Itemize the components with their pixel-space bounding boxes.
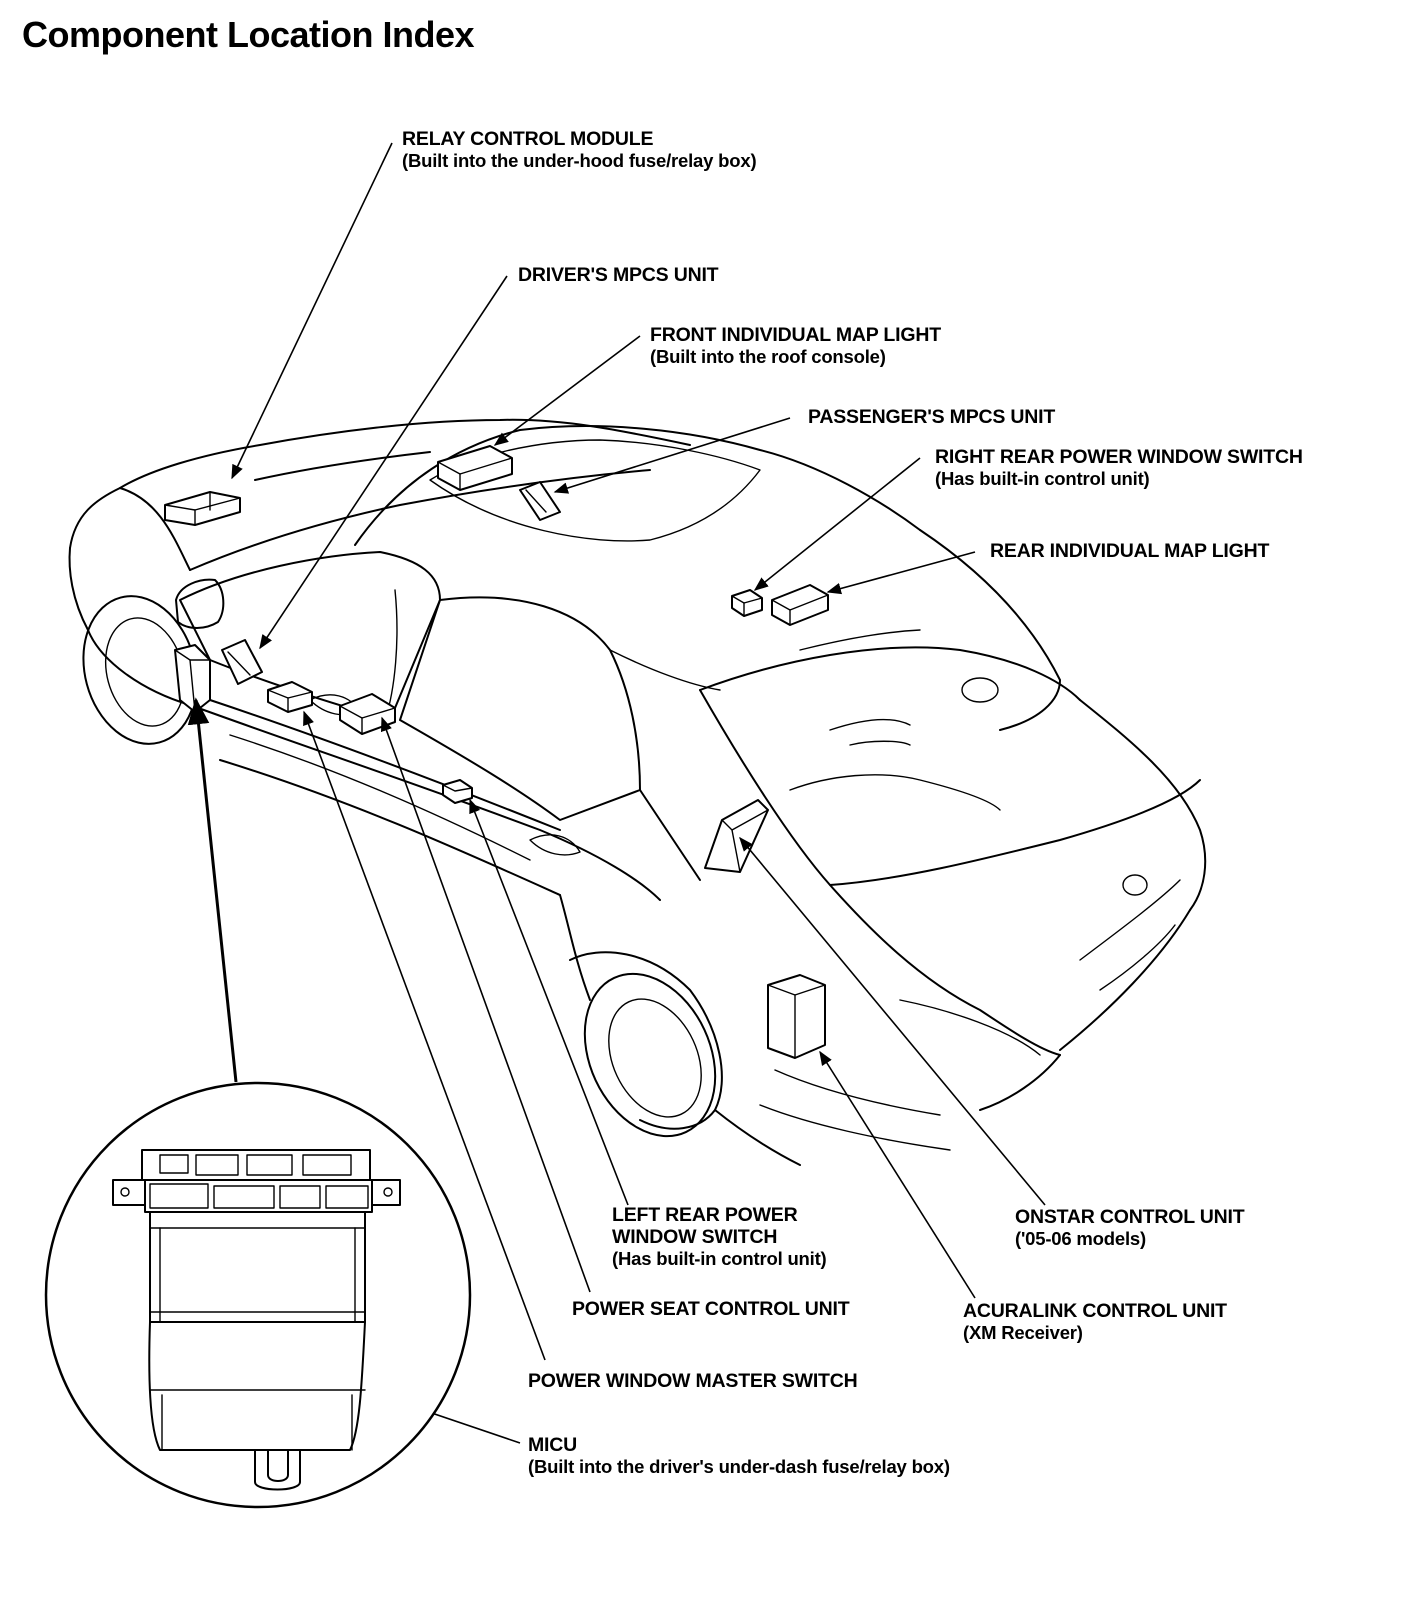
onstar-control-unit-box: [704, 799, 769, 873]
leader-lines: [187, 142, 1046, 1444]
front-individual-map-light-label: FRONT INDIVIDUAL MAP LIGHT (Built into t…: [650, 324, 941, 367]
onstar-control-unit-label: ONSTAR CONTROL UNIT ('05-06 models): [1015, 1206, 1245, 1249]
micu-location-box: [174, 644, 211, 713]
left-rear-window-switch-box: [442, 779, 473, 804]
rear-map-light-box: [771, 584, 829, 626]
right-rear-window-switch-box: [731, 589, 763, 617]
power-window-master-switch-label: POWER WINDOW MASTER SWITCH: [528, 1370, 858, 1392]
acuralink-control-unit-box: [767, 974, 826, 1059]
power-window-master-switch-box: [267, 681, 313, 713]
front-map-light-box: [437, 445, 513, 491]
power-seat-control-unit-label: POWER SEAT CONTROL UNIT: [572, 1298, 850, 1320]
right-rear-power-window-switch-label: RIGHT REAR POWER WINDOW SWITCH (Has buil…: [935, 446, 1303, 489]
micu-detail-view: [44, 1081, 472, 1509]
rear-individual-map-light-label: REAR INDIVIDUAL MAP LIGHT: [990, 540, 1270, 562]
relay-control-module-label: RELAY CONTROL MODULE (Built into the und…: [402, 128, 757, 172]
left-rear-power-window-switch-label: LEFT REAR POWER WINDOW SWITCH (Has built…: [612, 1204, 827, 1269]
acuralink-control-unit-label: ACURALINK CONTROL UNIT (XM Receiver): [963, 1300, 1227, 1343]
relay-control-module-title: RELAY CONTROL MODULE: [402, 128, 654, 150]
micu-label: MICU (Built into the driver's under-dash…: [528, 1434, 950, 1477]
passengers-mpcs-box: [519, 481, 561, 521]
relay-control-module-note: (Built into the under-hood fuse/relay bo…: [402, 150, 757, 171]
relay-control-module-box: [164, 491, 241, 526]
drivers-mpcs-box: [221, 639, 263, 685]
drivers-mpcs-unit-label: DRIVER'S MPCS UNIT: [518, 264, 719, 286]
page-title: Component Location Index: [22, 14, 475, 55]
passengers-mpcs-unit-label: PASSENGER'S MPCS UNIT: [808, 406, 1056, 428]
car-outline: [68, 418, 1207, 1166]
